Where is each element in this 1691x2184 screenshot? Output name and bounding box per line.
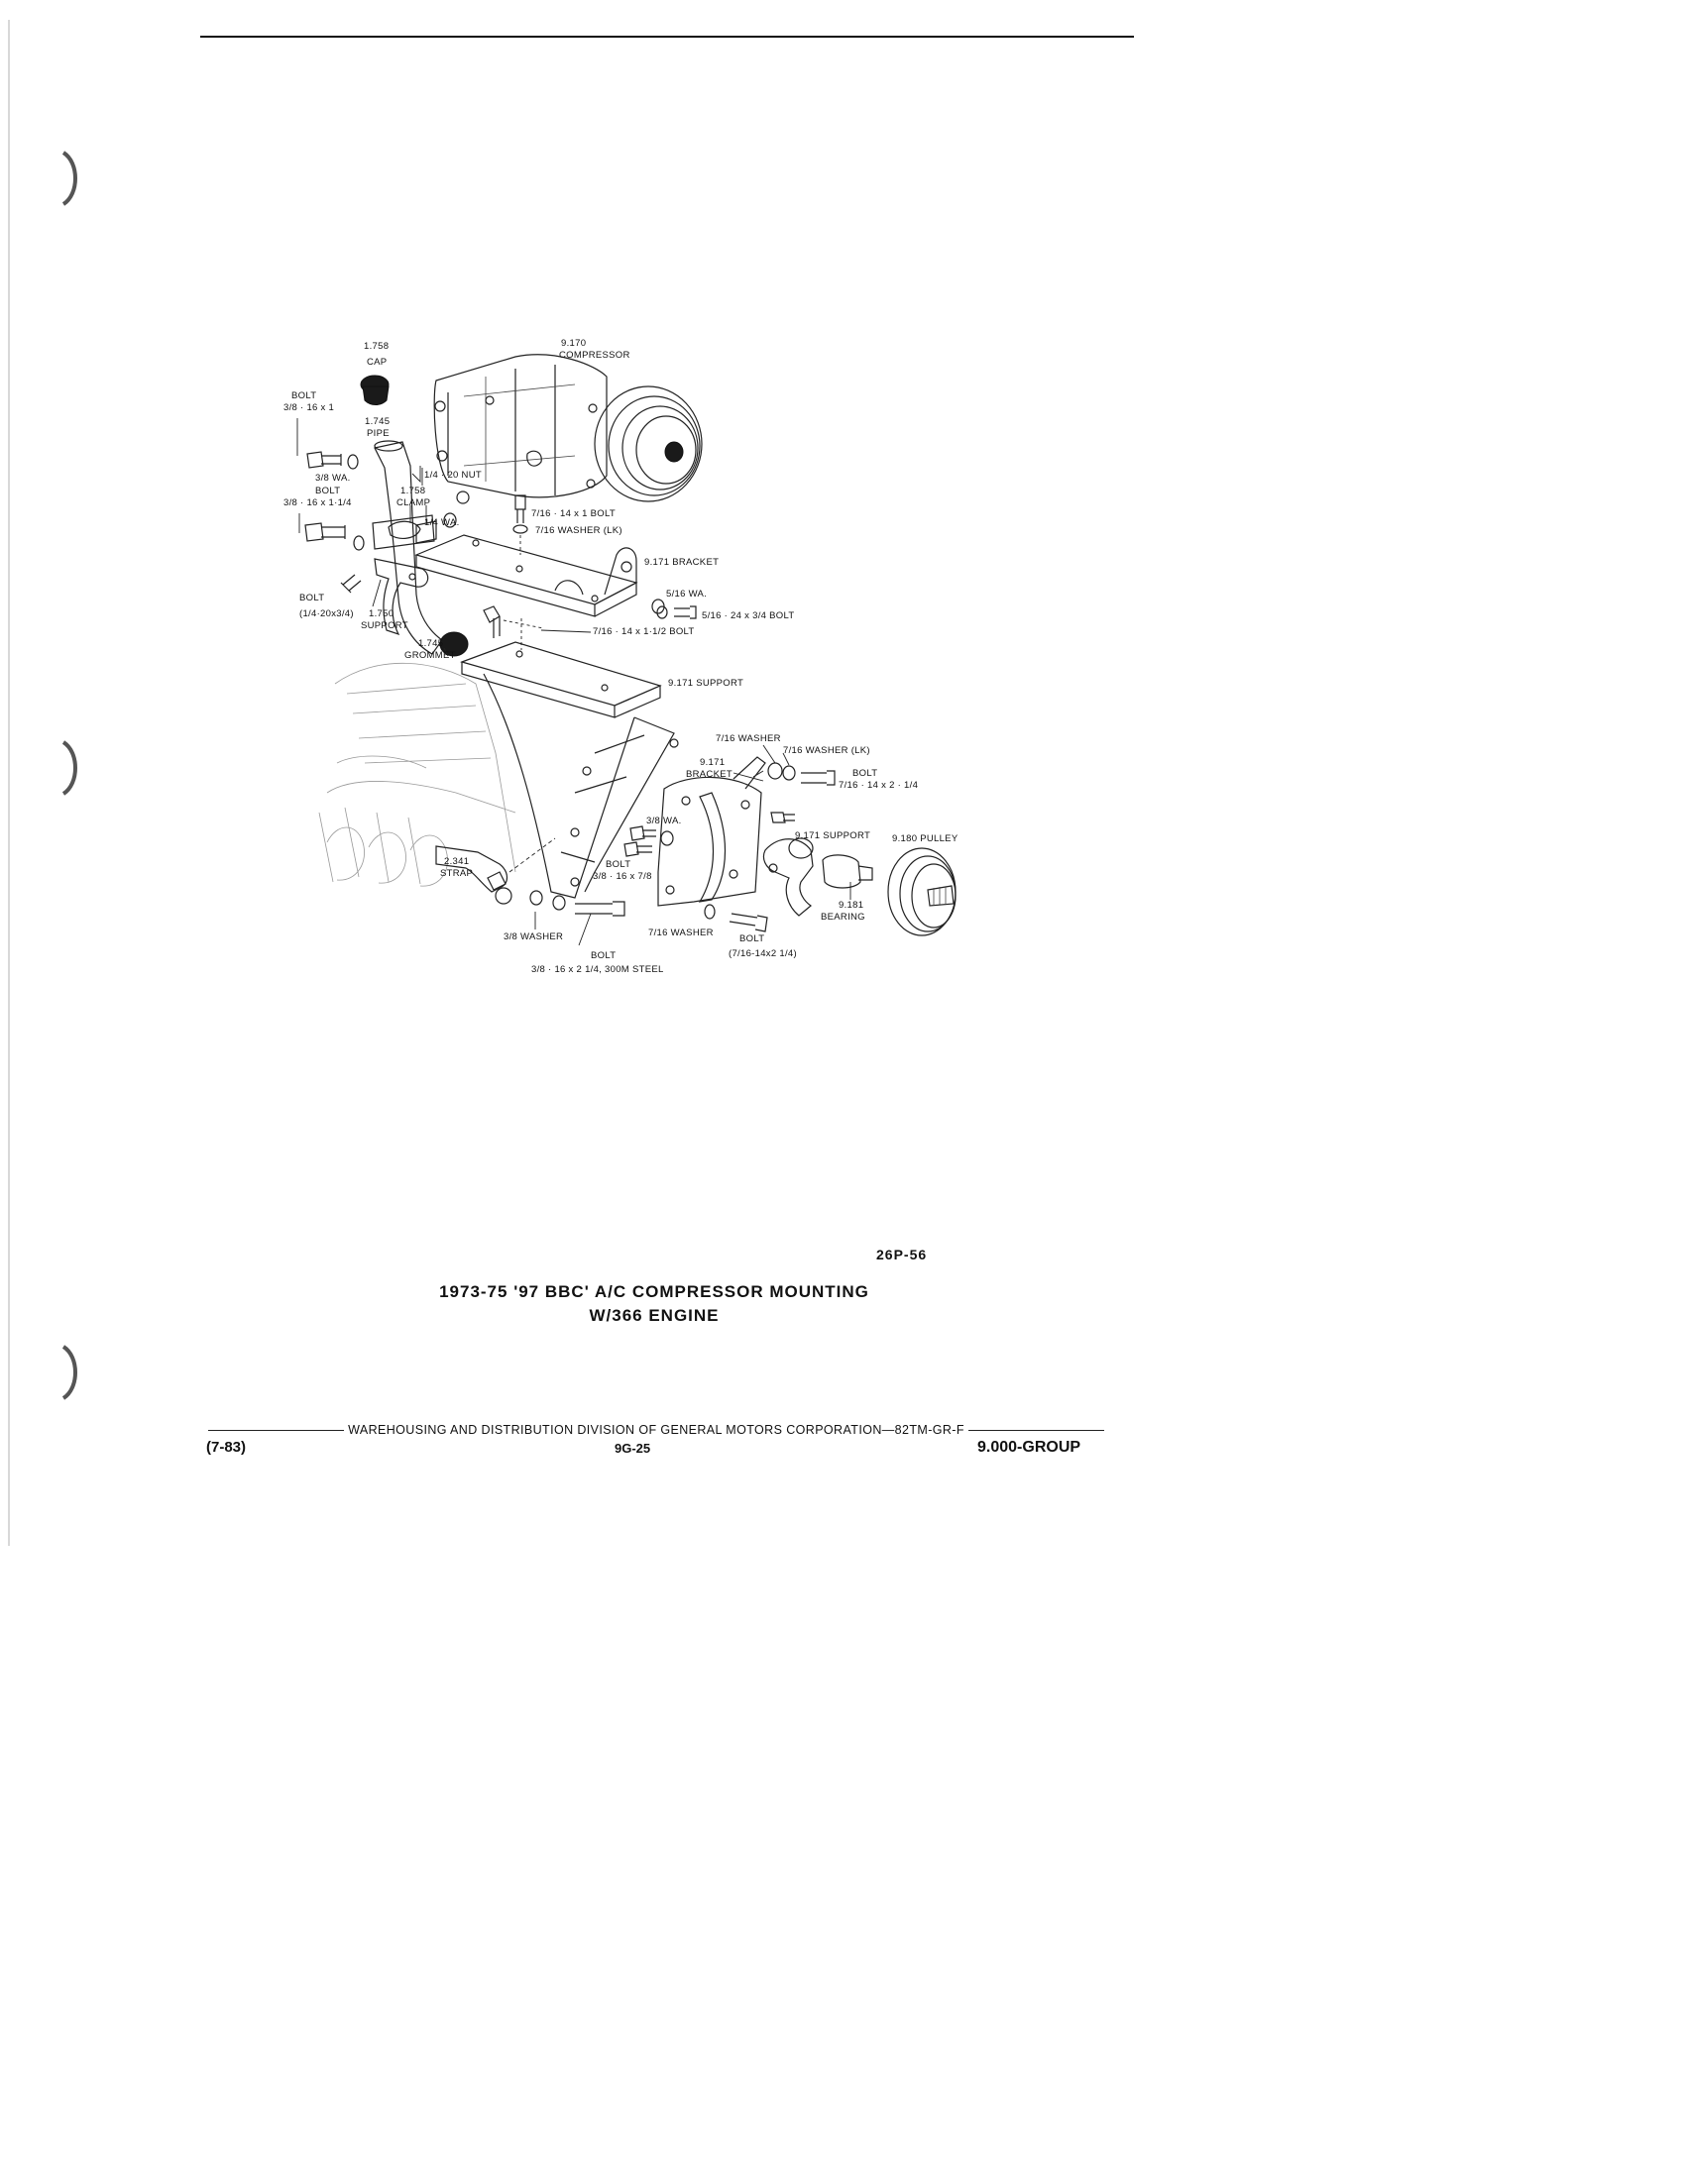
label-washer-3-8: 3/8 WASHER [504, 931, 563, 942]
pipe [374, 440, 443, 655]
binder-hole-middle [61, 740, 77, 796]
label-bolt7-size: 3/8 · 16 x 2 1/4, 300M STEEL [531, 964, 664, 975]
label-pulley: 9.180 PULLEY [892, 833, 958, 844]
upper-bracket [414, 534, 638, 617]
bolt-7-16-x2-1-4-upper [767, 762, 836, 823]
bolt-5-16 [651, 599, 697, 619]
clamp [372, 491, 470, 550]
label-pipe-num: 1.745 [365, 416, 390, 427]
label-bolt6-size: (7/16-14x2 1/4) [729, 948, 797, 959]
label-bolt6: BOLT [739, 933, 764, 944]
bolt-3-8-x7-8 [623, 825, 674, 857]
label-bolt3: BOLT [299, 593, 324, 603]
label-compressor-num: 9.170 [561, 338, 586, 349]
label-bearing: BEARING [821, 912, 865, 923]
label-bracket-num: 9.171 [700, 757, 725, 768]
label-bolt3-size: (1/4·20x3/4) [299, 608, 354, 619]
label-wa-3-8: 3/8 WA. [315, 473, 351, 484]
bolt-7-16-x2-1-4-lower [704, 904, 768, 932]
footer-date: (7-83) [206, 1439, 247, 1456]
label-washer-7-16: 7/16 WASHER [716, 733, 781, 744]
footer-group: 9.000-GROUP [977, 1439, 1081, 1456]
label-pipe: PIPE [367, 428, 390, 439]
cap [360, 375, 390, 405]
label-bolt4-size: 7/16 · 14 x 2 · 1/4 [839, 780, 918, 791]
grommet [439, 631, 469, 657]
label-bolt1-size: 3/8 · 16 x 1 [283, 402, 334, 413]
bearing-support [762, 837, 814, 917]
fasteners-left [304, 451, 365, 594]
label-strap: STRAP [440, 868, 473, 879]
leader-lines [296, 418, 851, 946]
figure-title: 1973-75 '97 BBC' A/C COMPRESSOR MOUNTING [439, 1282, 869, 1301]
binder-hole-top [61, 151, 77, 206]
label-clamp: CLAMP [396, 497, 430, 508]
label-cap: CAP [367, 357, 387, 368]
footer-division: WAREHOUSING AND DISTRIBUTION DIVISION OF… [348, 1423, 964, 1437]
label-grommet: GROMMET [404, 650, 456, 661]
bearing [822, 854, 873, 889]
label-bolt-7-16-x1-1-2: 7/16 · 14 x 1·1/2 BOLT [593, 626, 695, 637]
label-washer-7-16-lk-2: 7/16 WASHER (LK) [783, 745, 870, 756]
label-support: SUPPORT [361, 620, 408, 631]
footer-division-line: WAREHOUSING AND DISTRIBUTION DIVISION OF… [204, 1423, 1108, 1437]
label-bolt5-size: 3/8 · 16 x 7/8 [593, 871, 652, 882]
main-support [460, 641, 679, 899]
figure-code: 26P-56 [876, 1247, 928, 1262]
label-bolt5: BOLT [606, 859, 630, 870]
engine-block [318, 662, 516, 887]
label-cap-num: 1.758 [364, 341, 389, 352]
label-bolt2-size: 3/8 · 16 x 1·1/4 [283, 497, 352, 508]
label-compressor: COMPRESSOR [559, 350, 630, 361]
bolt-7-16-x1-1-2 [483, 605, 544, 650]
label-bolt1: BOLT [291, 390, 316, 401]
exploded-parts-diagram: 1.758 CAP 9.170 COMPRESSOR BOLT 3/8 · 16… [283, 338, 958, 975]
label-support-9171: 9.171 SUPPORT [668, 678, 743, 689]
label-bolt2: BOLT [315, 486, 340, 496]
binder-hole-bottom [61, 1345, 77, 1400]
label-support-num: 1.750 [369, 608, 394, 619]
header-rule [200, 36, 1134, 38]
label-washer-7-16-lk: 7/16 WASHER (LK) [535, 525, 622, 536]
label-grommet-num: 1.745 [418, 638, 443, 649]
strap [435, 837, 556, 905]
footer-page-number: 9G-25 [615, 1441, 651, 1456]
label-bracket: BRACKET [686, 769, 733, 780]
label-nut-1-4: 1/4 · 20 NUT [424, 470, 482, 481]
label-wa-3-8-b: 3/8 WA. [646, 816, 682, 826]
figure-subtitle: W/366 ENGINE [589, 1306, 720, 1325]
label-bearing-num: 9.181 [839, 900, 863, 911]
bolt-7-16-x1 [512, 494, 528, 555]
compressor [433, 354, 703, 502]
footer-rule-right [967, 1429, 1105, 1431]
small-support [374, 558, 429, 636]
binder-edge [8, 20, 10, 1546]
label-bolt4: BOLT [852, 768, 877, 779]
label-strap-num: 2.341 [444, 856, 469, 867]
label-clamp-num: 1.758 [400, 486, 425, 496]
label-bolt7: BOLT [591, 950, 616, 961]
label-wa-5-16: 5/16 WA. [666, 589, 707, 600]
label-bolt-7-16-x1: 7/16 · 14 x 1 BOLT [531, 508, 616, 519]
part-labels: 1.758 CAP 9.170 COMPRESSOR BOLT 3/8 · 16… [283, 338, 958, 975]
label-support-9171-b: 9.171 SUPPORT [795, 830, 870, 841]
label-bolt-5-16: 5/16 · 24 x 3/4 BOLT [702, 610, 794, 621]
label-bracket-9171: 9.171 BRACKET [644, 557, 719, 568]
label-wa-1-4: 1/4 WA. [424, 517, 460, 528]
label-washer-7-16-b: 7/16 WASHER [648, 928, 714, 938]
pulley [887, 847, 957, 936]
footer-rule-left [208, 1429, 345, 1431]
washer-3-8-lower [529, 890, 625, 917]
